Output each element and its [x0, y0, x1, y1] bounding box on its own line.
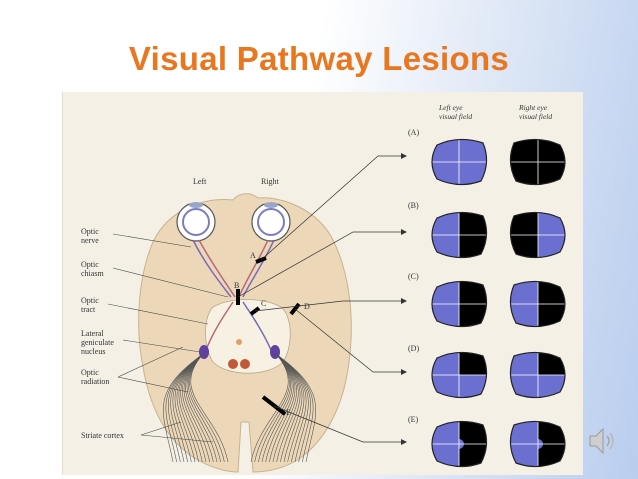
row-a-label: (A)	[408, 128, 419, 137]
optic-tract-right	[242, 301, 272, 351]
nucleus-right	[240, 359, 250, 369]
left-field-c-outline	[431, 280, 488, 328]
lesion-arrows	[237, 155, 401, 443]
left-field-e-outline	[431, 420, 488, 468]
leader-lines	[107, 233, 229, 443]
right-field-b-outline	[509, 211, 566, 259]
row-b-label: (B)	[408, 201, 419, 210]
right-field-c	[510, 281, 565, 327]
right-field-d-outline	[509, 351, 566, 399]
optic-radiation-right	[250, 353, 316, 463]
right-field-e	[510, 421, 565, 467]
right-label: Right	[261, 177, 280, 186]
speaker-icon[interactable]	[586, 424, 620, 458]
right-field-e-outline	[509, 420, 566, 468]
left-field-b	[432, 212, 487, 258]
visual-fields	[431, 138, 566, 468]
lesion-d-label: D	[304, 302, 310, 311]
right-field-a	[510, 139, 565, 185]
optic-nerve-left-2	[192, 239, 232, 298]
left-field-c	[432, 281, 487, 327]
row-c-label: (C)	[408, 272, 419, 281]
lesion-a-label: A	[250, 251, 256, 260]
slide-title: Visual Pathway Lesions	[128, 40, 510, 77]
striate-cortex-label: Striate cortex	[81, 431, 124, 440]
left-eye	[176, 202, 216, 242]
arrow-heads	[401, 153, 407, 445]
lesion-b-label: B	[234, 281, 239, 290]
left-label: Left	[193, 177, 207, 186]
left-field-d-outline	[431, 351, 488, 399]
left-field-a-outline	[431, 138, 488, 186]
optic-radiation-left	[163, 353, 229, 463]
lesion-e-label: E	[286, 408, 291, 417]
optic-nerve-right	[238, 239, 269, 298]
left-field-a	[432, 139, 487, 185]
lesion-c-label: C	[261, 299, 266, 308]
left-field-b-outline	[431, 211, 488, 259]
row-d-label: (D)	[408, 344, 419, 353]
right-eye	[251, 202, 291, 242]
optic-nerve-left	[198, 239, 236, 298]
left-field-d	[432, 352, 487, 398]
right-field-c-outline	[509, 280, 566, 328]
lesion-e-bar	[261, 395, 287, 416]
left-field-e	[432, 421, 487, 467]
right-field-b	[510, 212, 565, 258]
right-field-d	[510, 352, 565, 398]
row-e-label: (E)	[408, 415, 419, 424]
chiasm-point	[236, 339, 242, 345]
nucleus-left	[228, 359, 238, 369]
right-field-a-outline	[509, 138, 566, 186]
optic-tract-left	[205, 301, 234, 351]
